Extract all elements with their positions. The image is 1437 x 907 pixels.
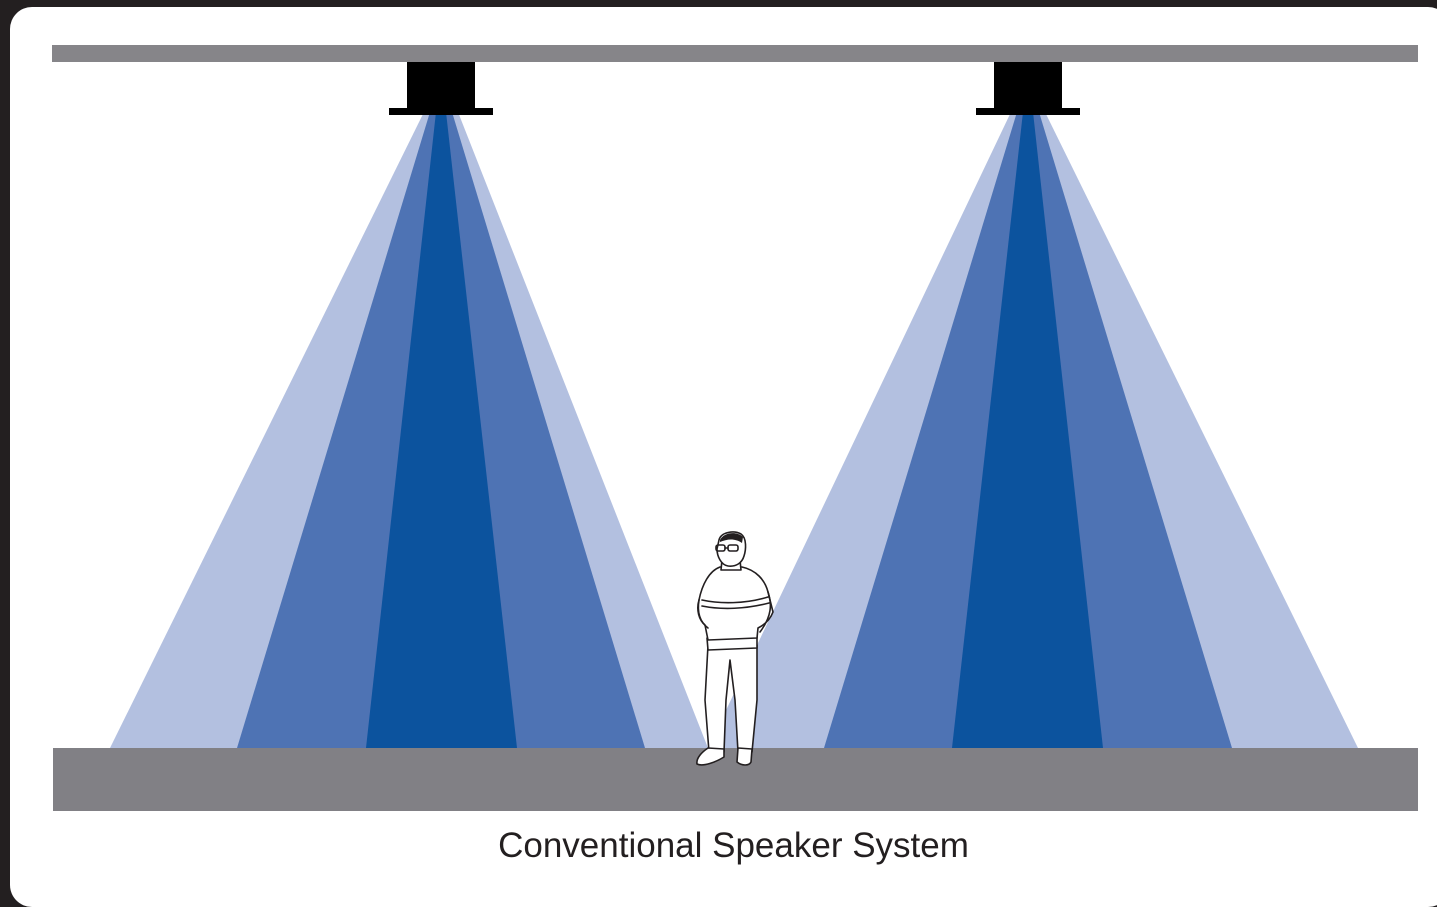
speaker-right: [976, 62, 1080, 115]
floor-bar: [53, 748, 1418, 811]
speaker-left: [389, 62, 493, 115]
diagram-caption: Conventional Speaker System: [498, 826, 969, 865]
coverage-cone-right: [708, 112, 1358, 748]
ceiling-bar: [52, 45, 1418, 62]
cone-inner-right: [952, 112, 1103, 748]
coverage-cone-left: [110, 112, 708, 748]
cone-inner-left: [366, 112, 517, 748]
standing-person-icon: [696, 531, 774, 766]
